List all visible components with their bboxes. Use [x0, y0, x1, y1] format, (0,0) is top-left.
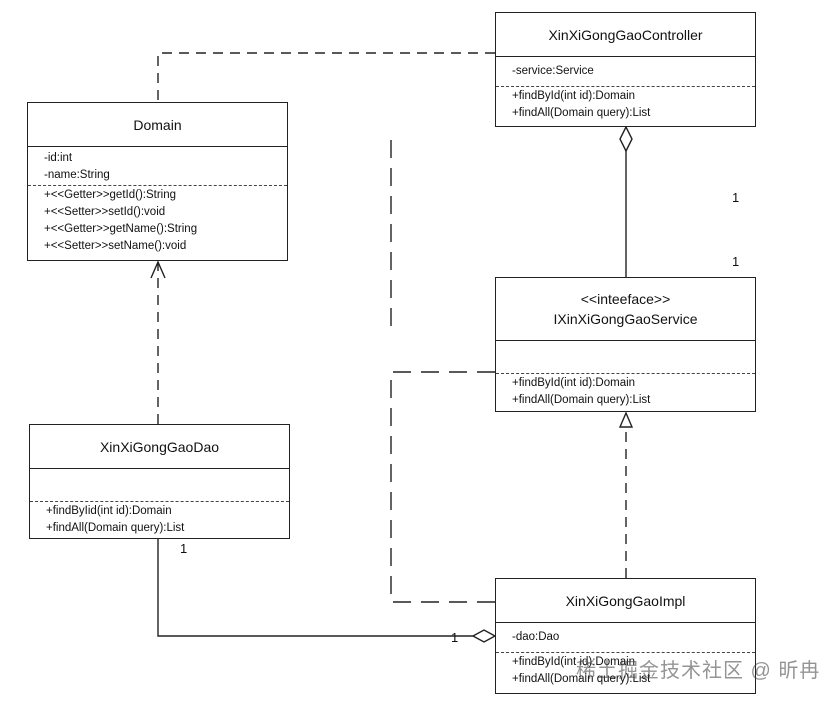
method: +<<Getter>>getName():String — [44, 223, 198, 235]
aggregation-diamond-controller — [619, 125, 633, 153]
class-name: <<inteeface>> IXinXiGongGaoService — [496, 278, 755, 341]
method: +findAll(Domain query):List — [512, 107, 651, 119]
methods-section: +findById(int id):Domain +findAll(Domain… — [496, 374, 755, 409]
class-title: XinXiGongGaoDao — [99, 438, 220, 455]
method: +<<Setter>>setId():void — [44, 206, 166, 218]
method: +findAll(Domain query):List — [512, 673, 651, 685]
attributes-section: -dao:Dao — [496, 623, 755, 653]
class-dao[interactable]: XinXiGongGaoDao +findByIid(int id):Domai… — [29, 424, 290, 539]
dao-domain-arrowhead — [150, 260, 166, 279]
method: +<<Getter>>getId():String — [44, 189, 177, 201]
attribute: -name:String — [44, 169, 110, 181]
method: +findById(int id):Domain — [512, 377, 636, 389]
aggregation-diamond-impl — [471, 629, 497, 643]
methods-section: +findById(int id):Domain +findAll(Domain… — [496, 87, 755, 122]
impl-service-dependency — [390, 371, 495, 603]
class-name: XinXiGongGaoController — [496, 13, 755, 57]
multiplicity-dao-end: 1 — [180, 541, 188, 556]
attributes-section — [30, 469, 289, 502]
attributes-section: -service:Service — [496, 57, 755, 87]
class-title: XinXiGongGaoImpl — [565, 592, 686, 609]
dao-impl-aggregation — [157, 539, 473, 637]
class-title: XinXiGongGaoController — [548, 26, 703, 43]
interface-service[interactable]: <<inteeface>> IXinXiGongGaoService +find… — [495, 277, 756, 412]
multiplicity-impl-end: 1 — [451, 630, 459, 645]
class-name: Domain — [28, 103, 287, 147]
methods-section: +findByIid(int id):Domain +findAll(Domai… — [30, 502, 289, 537]
method: +findByIid(int id):Domain — [46, 505, 172, 517]
class-name: XinXiGongGaoImpl — [496, 579, 755, 623]
class-controller[interactable]: XinXiGongGaoController -service:Service … — [495, 12, 756, 127]
method: +findById(int id):Domain — [512, 90, 636, 102]
methods-section: +<<Getter>>getId():String +<<Setter>>set… — [28, 186, 287, 255]
attribute: -service:Service — [512, 65, 594, 77]
attribute: -dao:Dao — [512, 631, 560, 643]
attributes-section — [496, 341, 755, 374]
class-title: Domain — [133, 116, 182, 133]
method: +findAll(Domain query):List — [512, 394, 651, 406]
methods-section: +findById(int id):Domain +findAll(Domain… — [496, 653, 755, 688]
class-impl[interactable]: XinXiGongGaoImpl -dao:Dao +findById(int … — [495, 578, 756, 694]
method: +findAll(Domain query):List — [46, 522, 185, 534]
attribute: -id:int — [44, 152, 73, 164]
realization-triangle — [618, 411, 634, 428]
multiplicity-controller-service-top: 1 — [732, 190, 740, 205]
class-title: IXinXiGongGaoService — [553, 311, 698, 327]
class-name: XinXiGongGaoDao — [30, 425, 289, 469]
stereotype: <<inteeface>> — [580, 291, 671, 307]
watermark: 稀土掘金技术社区 @ 昕冉 — [576, 660, 821, 682]
multiplicity-controller-service-bottom: 1 — [732, 254, 740, 269]
method: +<<Setter>>setName():void — [44, 240, 187, 252]
class-domain[interactable]: Domain -id:int -name:String +<<Getter>>g… — [27, 102, 288, 261]
attributes-section: -id:int -name:String — [28, 147, 287, 186]
method: +findById(int id):Domain — [512, 656, 636, 668]
